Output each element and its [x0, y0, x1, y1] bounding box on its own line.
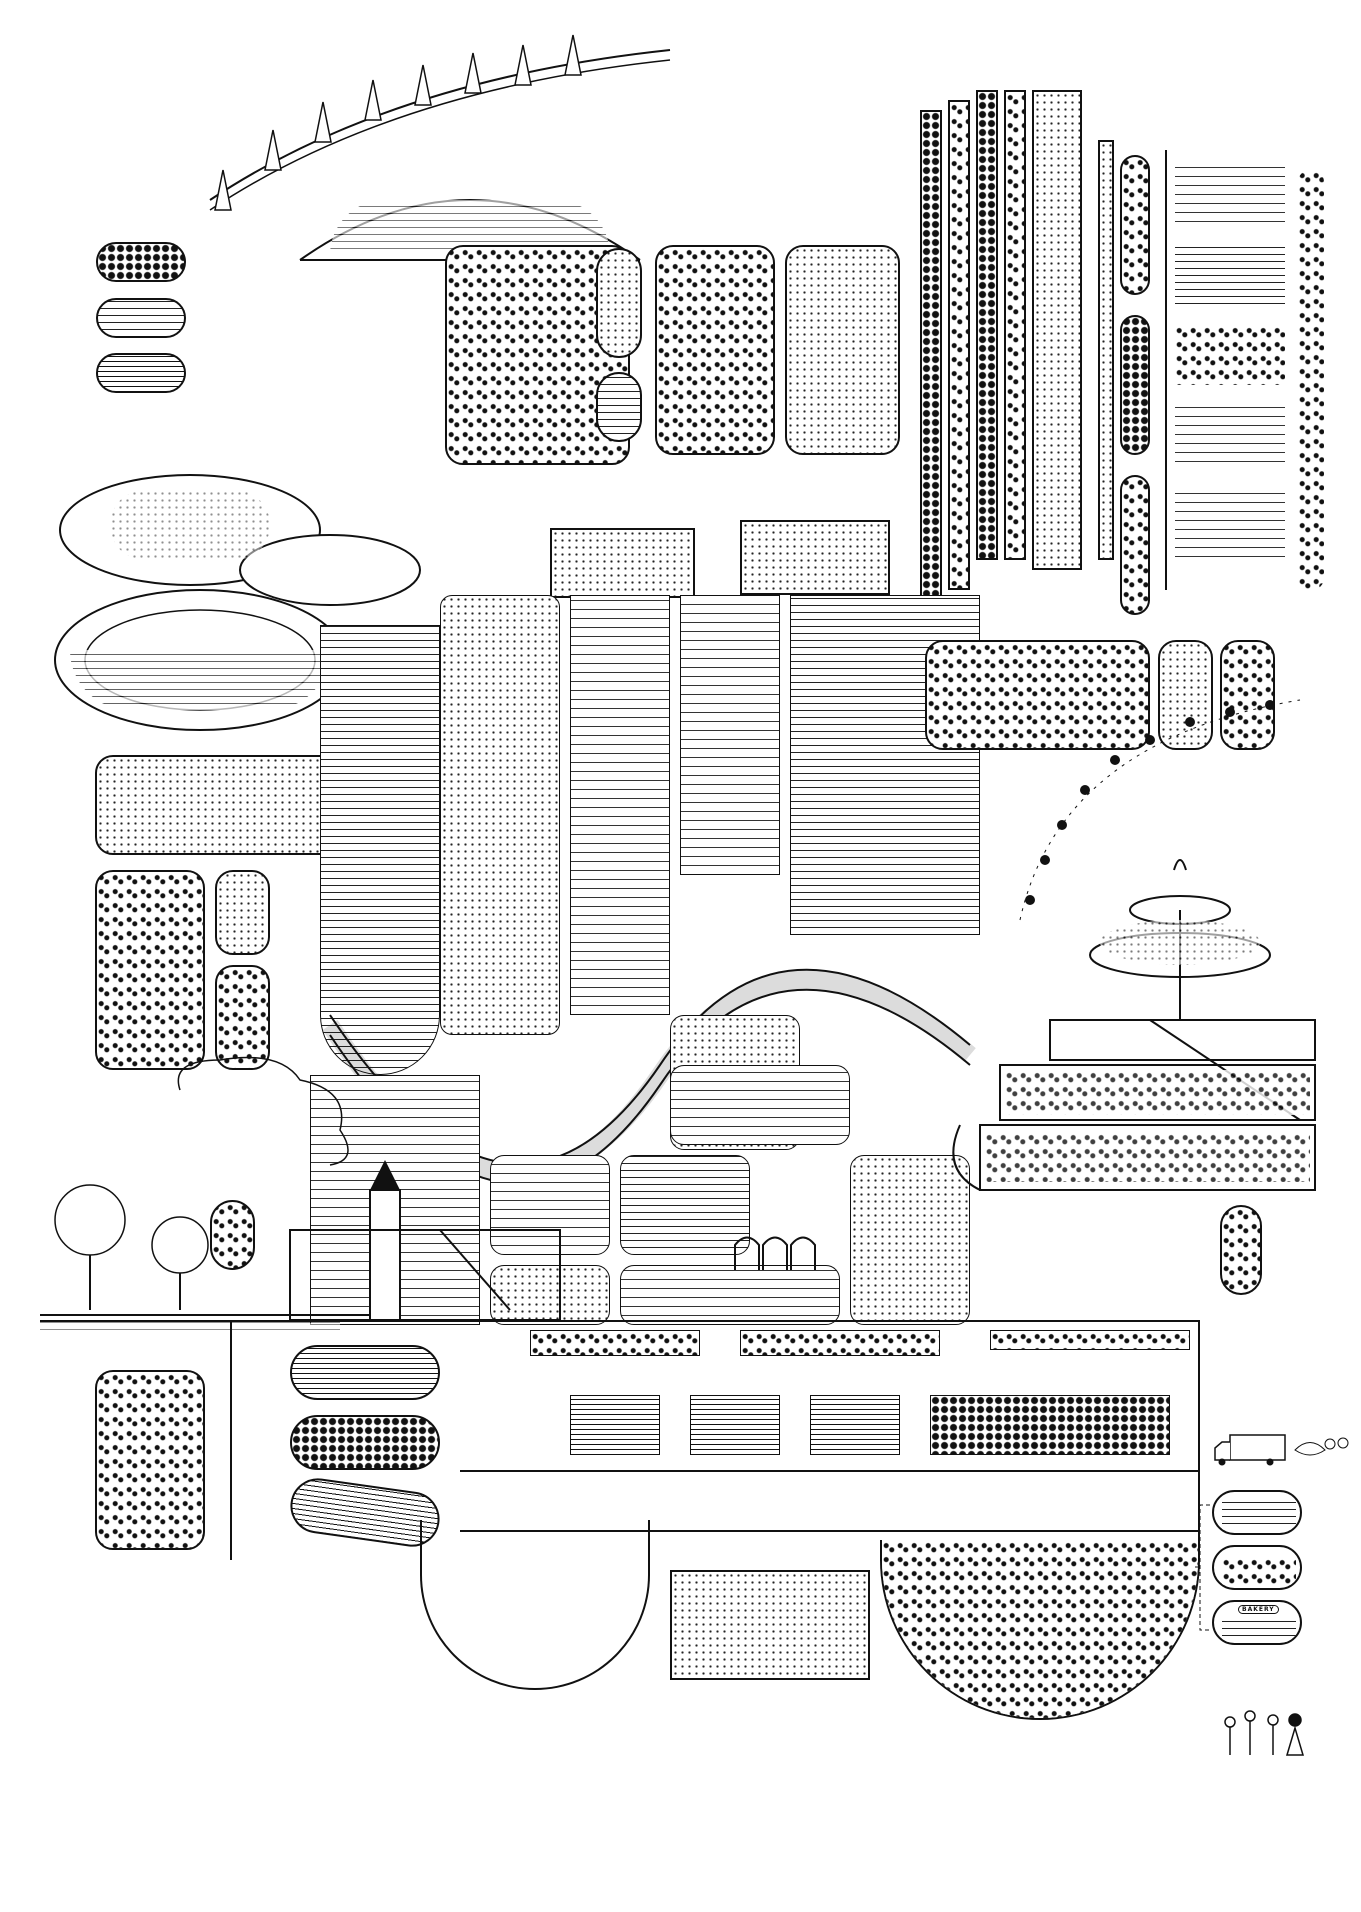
lettuce-pill — [1120, 315, 1150, 455]
cloud-icon — [177, 1056, 349, 1166]
planter-tray — [990, 1330, 1190, 1350]
entrance-building-left — [550, 528, 695, 598]
shop-interior — [670, 1570, 870, 1680]
cafe-chapel — [289, 1160, 570, 1321]
field-plot — [490, 1155, 610, 1255]
field-plot — [440, 595, 560, 1035]
underground-farm — [230, 1320, 1200, 1720]
bakery-shop-pill: BAKERY — [1212, 1600, 1302, 1645]
grocery-shop-pill — [1212, 1490, 1302, 1535]
planter-tray — [740, 1330, 940, 1356]
seedlings-pill — [1120, 155, 1150, 295]
climbing-pill — [1220, 1205, 1262, 1295]
soil-pill — [96, 353, 186, 393]
climbing-plants-column — [1298, 170, 1324, 590]
park-landscape — [40, 1160, 370, 1320]
dancing-people-arc — [1019, 699, 1301, 921]
delivery-truck-icon — [1214, 1434, 1349, 1466]
ground-strip — [40, 1322, 340, 1336]
entrance-building-right — [740, 520, 890, 595]
allotment-field — [310, 595, 1010, 1325]
greenhouse-arch-panel — [925, 640, 1150, 750]
flowers-pill — [96, 242, 186, 282]
shelf-rack — [570, 1395, 660, 1455]
market-pavilion — [900, 859, 1320, 1200]
field-plot — [670, 1065, 850, 1145]
field-plot — [620, 1155, 750, 1255]
kitchen-pill — [210, 1200, 255, 1270]
tunnel — [420, 1520, 650, 1690]
arcade-panel — [95, 755, 355, 855]
planter-tray — [530, 1330, 700, 1356]
field-plot — [570, 595, 670, 1015]
shoppers-family-icon — [1224, 1710, 1305, 1756]
tower-column — [1098, 140, 1114, 560]
grow-floors-section — [1165, 150, 1290, 590]
orchard-panel — [655, 245, 775, 455]
vertical-farm-tower — [920, 90, 1090, 610]
shelf-rack — [930, 1395, 1170, 1455]
bridge-walk-panel — [95, 1370, 205, 1550]
bakery-sign: BAKERY — [1238, 1605, 1279, 1614]
field-plot — [320, 625, 440, 1075]
stair-garden-panel — [95, 870, 205, 1070]
hydroponic-pod — [290, 1345, 440, 1400]
terraced-garden — [40, 450, 421, 750]
barrel-pill — [596, 372, 642, 442]
water-pill — [96, 298, 186, 338]
amphitheater — [880, 1540, 1200, 1720]
field-plot — [490, 1265, 610, 1325]
arched-rows-panel — [785, 245, 900, 455]
field-plot — [680, 595, 780, 875]
field-plot — [620, 1265, 840, 1325]
shelf-rack — [810, 1395, 900, 1455]
shelf-rack — [690, 1395, 780, 1455]
door-panel — [215, 965, 270, 1070]
arches — [734, 1236, 816, 1270]
hydroponic-pod — [290, 1415, 440, 1470]
field-plot — [850, 1155, 970, 1325]
ladder-pill — [596, 248, 642, 358]
dashed-connector — [1195, 1504, 1210, 1631]
vines-pill — [1120, 475, 1150, 615]
picnic-panel — [215, 870, 270, 955]
flower-shop-pill — [1212, 1545, 1302, 1590]
doorway-panel — [1220, 640, 1275, 750]
